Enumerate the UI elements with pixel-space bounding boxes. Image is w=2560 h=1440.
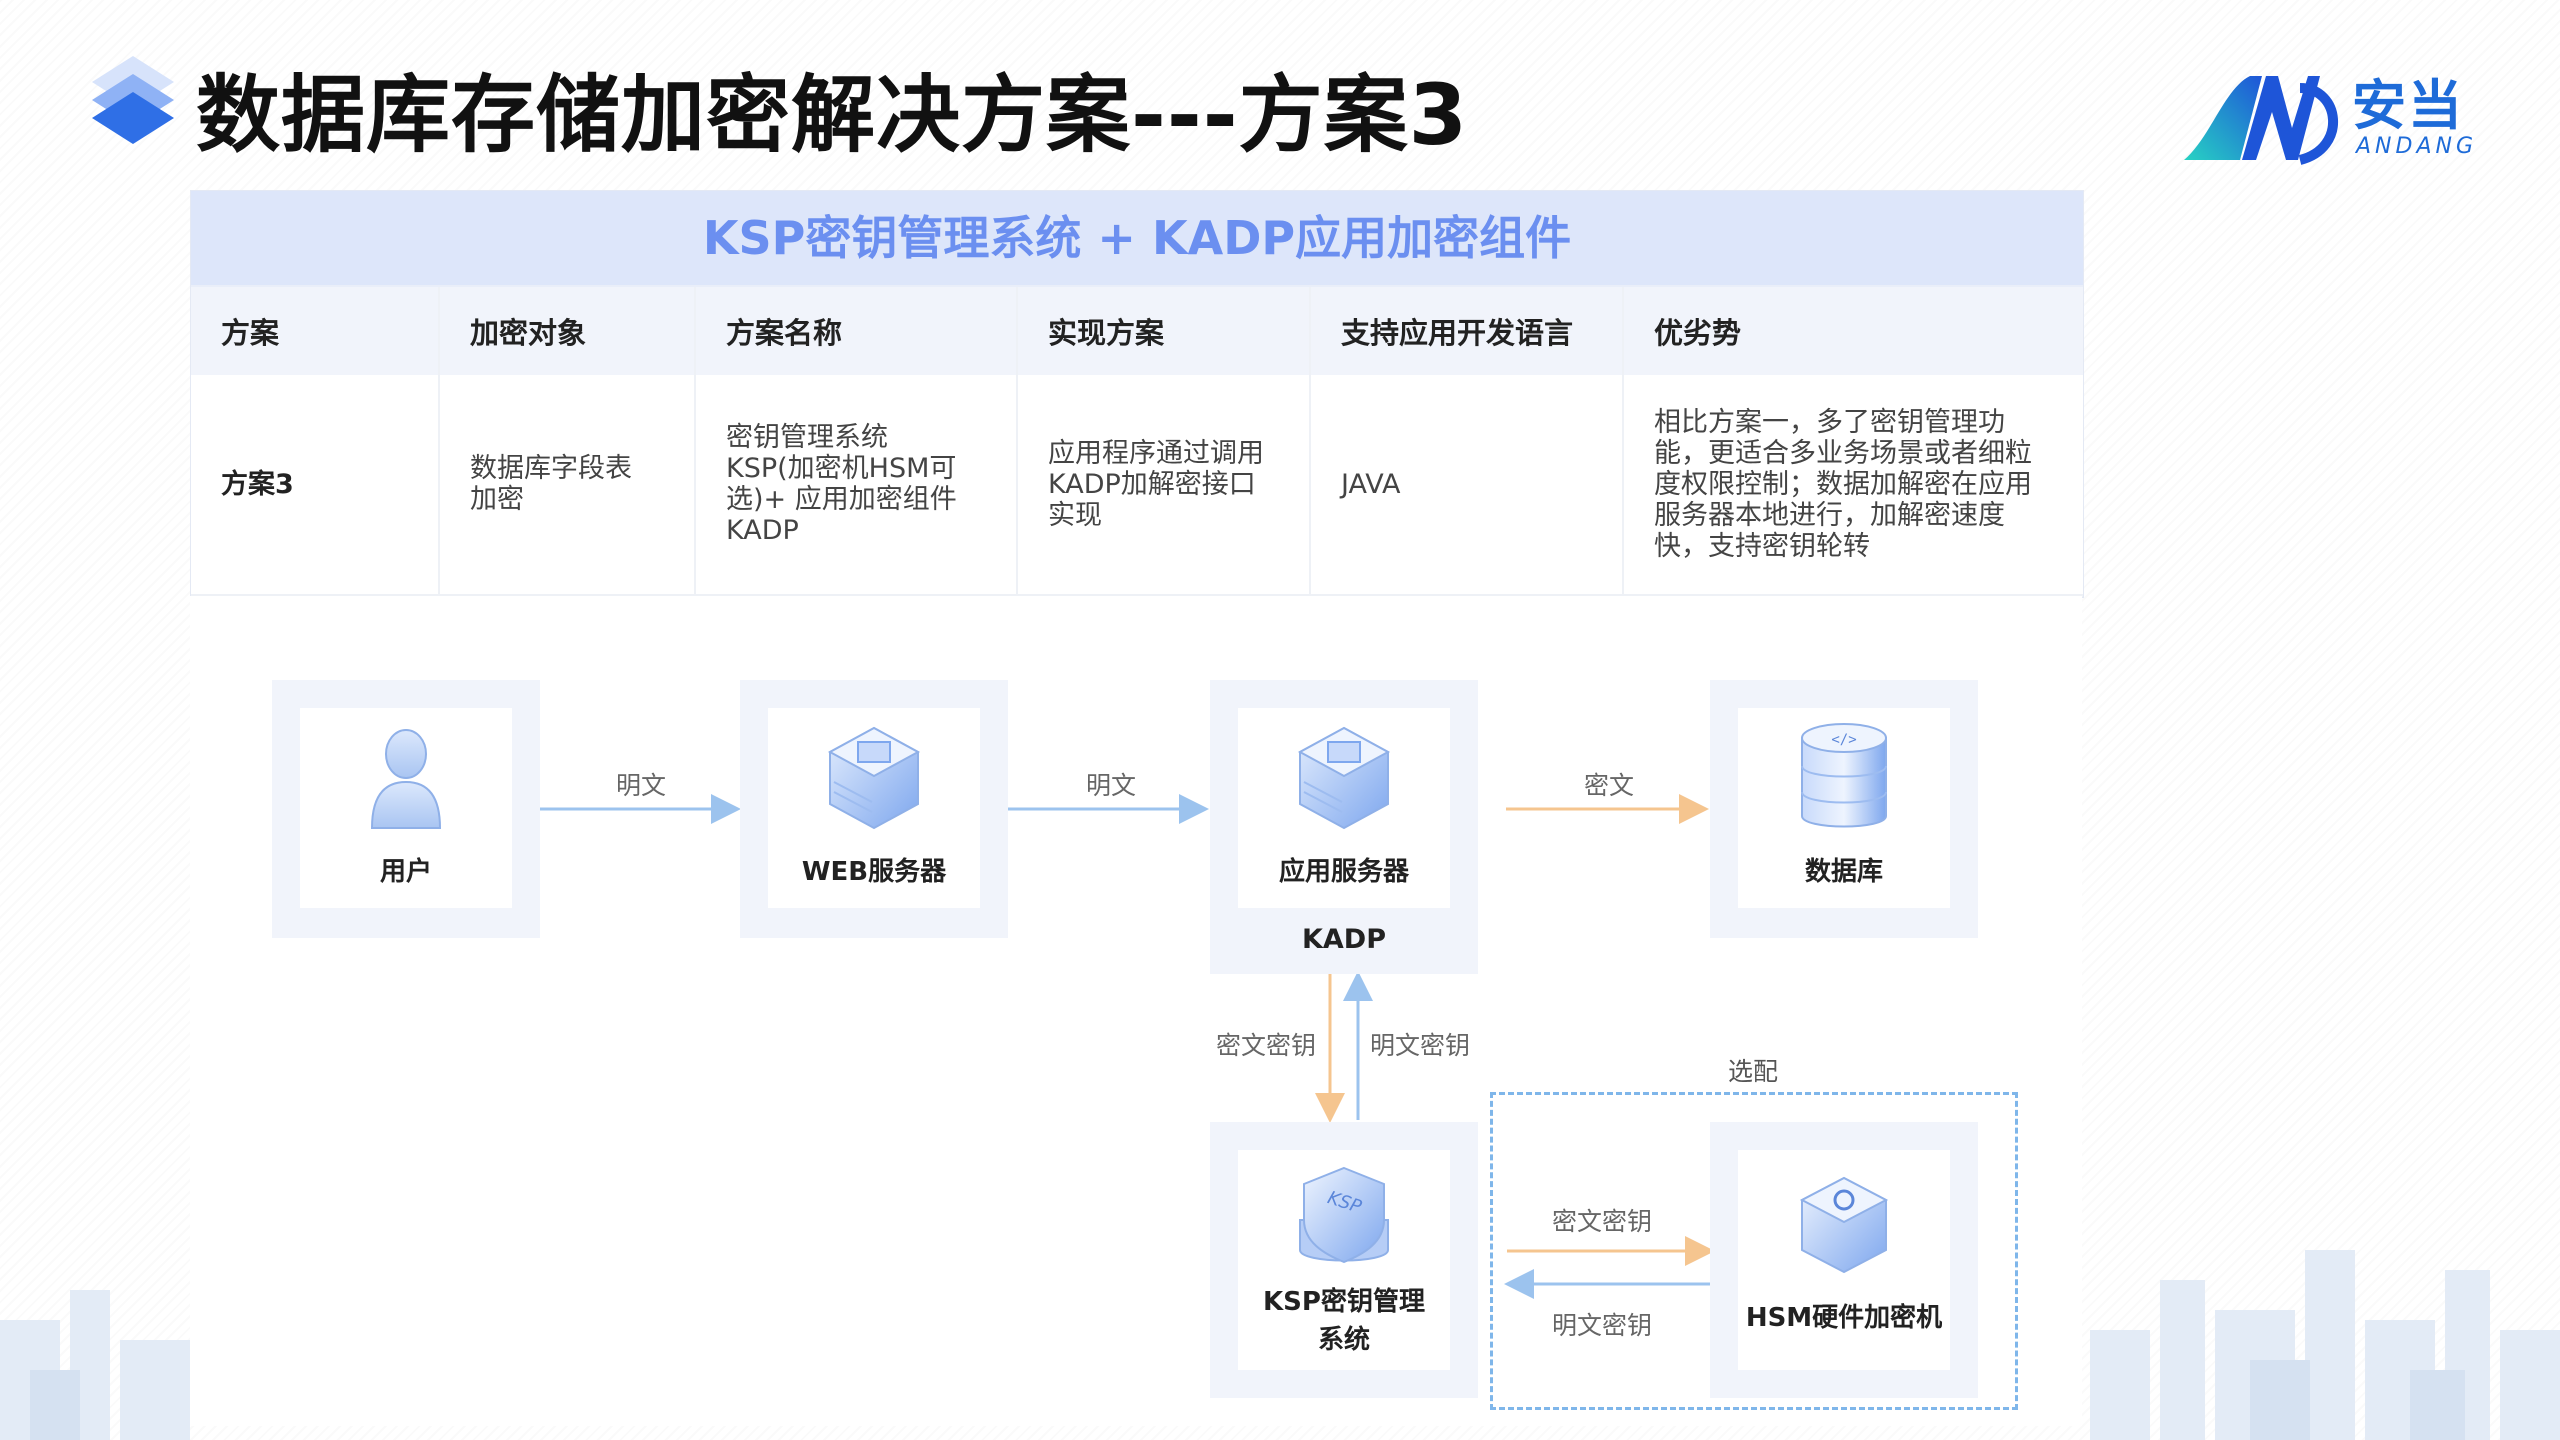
header-pros-cons: 优劣势 [1654, 316, 1742, 350]
cell-pros-line: 度权限控制；数据加解密在应用 [1654, 468, 2032, 500]
server-icon [1297, 726, 1391, 830]
cell-impl-line: 应用程序通过调用 [1048, 437, 1264, 469]
node-user-label: 用户 [379, 857, 432, 887]
table-header-row: 方案 加密对象 方案名称 实现方案 支持应用开发语言 优劣势 [191, 287, 2083, 375]
cell-scheme: 方案3 [191, 375, 440, 595]
node-user: 用户 [272, 680, 540, 938]
cell-pros-line: 快，支持密钥轮转 [1654, 530, 1870, 562]
brand-logo: 安当 ANDANG [2180, 68, 2473, 168]
node-web-server-label: WEB服务器 [801, 857, 947, 887]
header-implementation: 实现方案 [1017, 287, 1311, 375]
architecture-diagram: 明文 明文 密文 密文密钥 明文密钥 密文密钥 明文密钥 选配 用户 WEB服务… [190, 596, 2082, 1426]
node-hsm-label: HSM硬件加密机 [1745, 1303, 1943, 1333]
node-hsm: HSM硬件加密机 [1710, 1122, 1978, 1398]
cell-name-line: 选)+ 应用加密组件 [726, 484, 957, 516]
cell-object-line: 加密 [470, 484, 524, 516]
cell-pros-line: 能，更适合多业务场景或者细粒 [1654, 437, 2032, 469]
header-object: 加密对象 [439, 287, 696, 375]
server-icon [827, 726, 921, 830]
edge-label-hsm-ksp: 明文密钥 [1552, 1311, 1653, 1340]
node-database: </> 数据库 [1710, 680, 1978, 938]
hsm-icon [1799, 1176, 1889, 1274]
node-app-server-label: 应用服务器 [1278, 857, 1409, 887]
cell-object: 数据库字段表 加密 [439, 375, 696, 595]
table-row: 方案3 数据库字段表 加密 密钥管理系统 KSP(加密机HSM可 选)+ 应用加… [191, 375, 2083, 595]
cell-impl-line: KADP加解密接口 [1048, 468, 1256, 500]
cell-object-line: 数据库字段表 [470, 453, 632, 485]
node-ksp-label-line: KSP密钥管理 [1263, 1287, 1425, 1317]
cell-pros-line: 服务器本地进行，加解密速度 [1654, 499, 2005, 531]
database-icon: </> [1801, 723, 1887, 828]
cell-implementation: 应用程序通过调用 KADP加解密接口 实现 [1017, 375, 1311, 595]
brand-name-cn: 安当 [2352, 74, 2464, 137]
layers-logo-icon [92, 56, 174, 144]
cell-pros-cons: 相比方案一，多了密钥管理功 能，更适合多业务场景或者细粒 度权限控制；数据加解密… [1623, 375, 2083, 595]
edge-label-app-db: 密文 [1584, 771, 1635, 800]
cell-name-line: KSP(加密机HSM可 [726, 453, 957, 485]
node-web-server: WEB服务器 [740, 680, 1008, 938]
node-database-label: 数据库 [1804, 857, 1883, 887]
scheme-table: KSP密钥管理系统 + KADP应用加密组件 方案 加密对象 方案名称 实现方案… [190, 190, 2084, 598]
cell-pros-line: 相比方案一，多了密钥管理功 [1654, 406, 2005, 438]
node-app-server-sublabel: KADP [1301, 924, 1387, 955]
edge-label-web-app: 明文 [1086, 771, 1137, 800]
optional-hsm-box [1490, 1092, 2018, 1410]
edge-label-ksp-app: 明文密钥 [1370, 1031, 1471, 1060]
cell-impl-line: 实现 [1048, 499, 1102, 531]
edge-label-ksp-hsm: 密文密钥 [1552, 1207, 1653, 1236]
page-title: 数据库存储加密解决方案---方案3 [196, 66, 1469, 164]
diagram-arrows [540, 794, 1715, 1299]
edge-label-app-ksp: 密文密钥 [1216, 1031, 1317, 1060]
optional-label: 选配 [1728, 1057, 1779, 1086]
cell-name-line: 密钥管理系统 [726, 422, 888, 454]
brand-name-en: ANDANG [2356, 134, 2478, 159]
node-app-server: 应用服务器 KADP [1210, 680, 1478, 974]
node-ksp-label-line: 系统 [1317, 1325, 1370, 1355]
cell-name: 密钥管理系统 KSP(加密机HSM可 选)+ 应用加密组件 KADP [695, 375, 1018, 595]
header-name: 方案名称 [695, 287, 1018, 375]
header-language: 支持应用开发语言 [1310, 287, 1624, 375]
edge-label-user-web: 明文 [616, 771, 667, 800]
andang-logo-icon [2184, 76, 2339, 165]
cell-language: JAVA [1310, 375, 1624, 595]
ksp-shield-icon: KSP [1299, 1166, 1389, 1264]
table-caption: KSP密钥管理系统 + KADP应用加密组件 [191, 191, 2083, 287]
user-icon [370, 729, 442, 829]
cell-name-line: KADP [726, 515, 799, 547]
header-scheme: 方案 [191, 287, 440, 375]
svg-text:</>: </> [1831, 732, 1856, 748]
node-ksp: KSP KSP密钥管理 系统 [1210, 1122, 1478, 1398]
